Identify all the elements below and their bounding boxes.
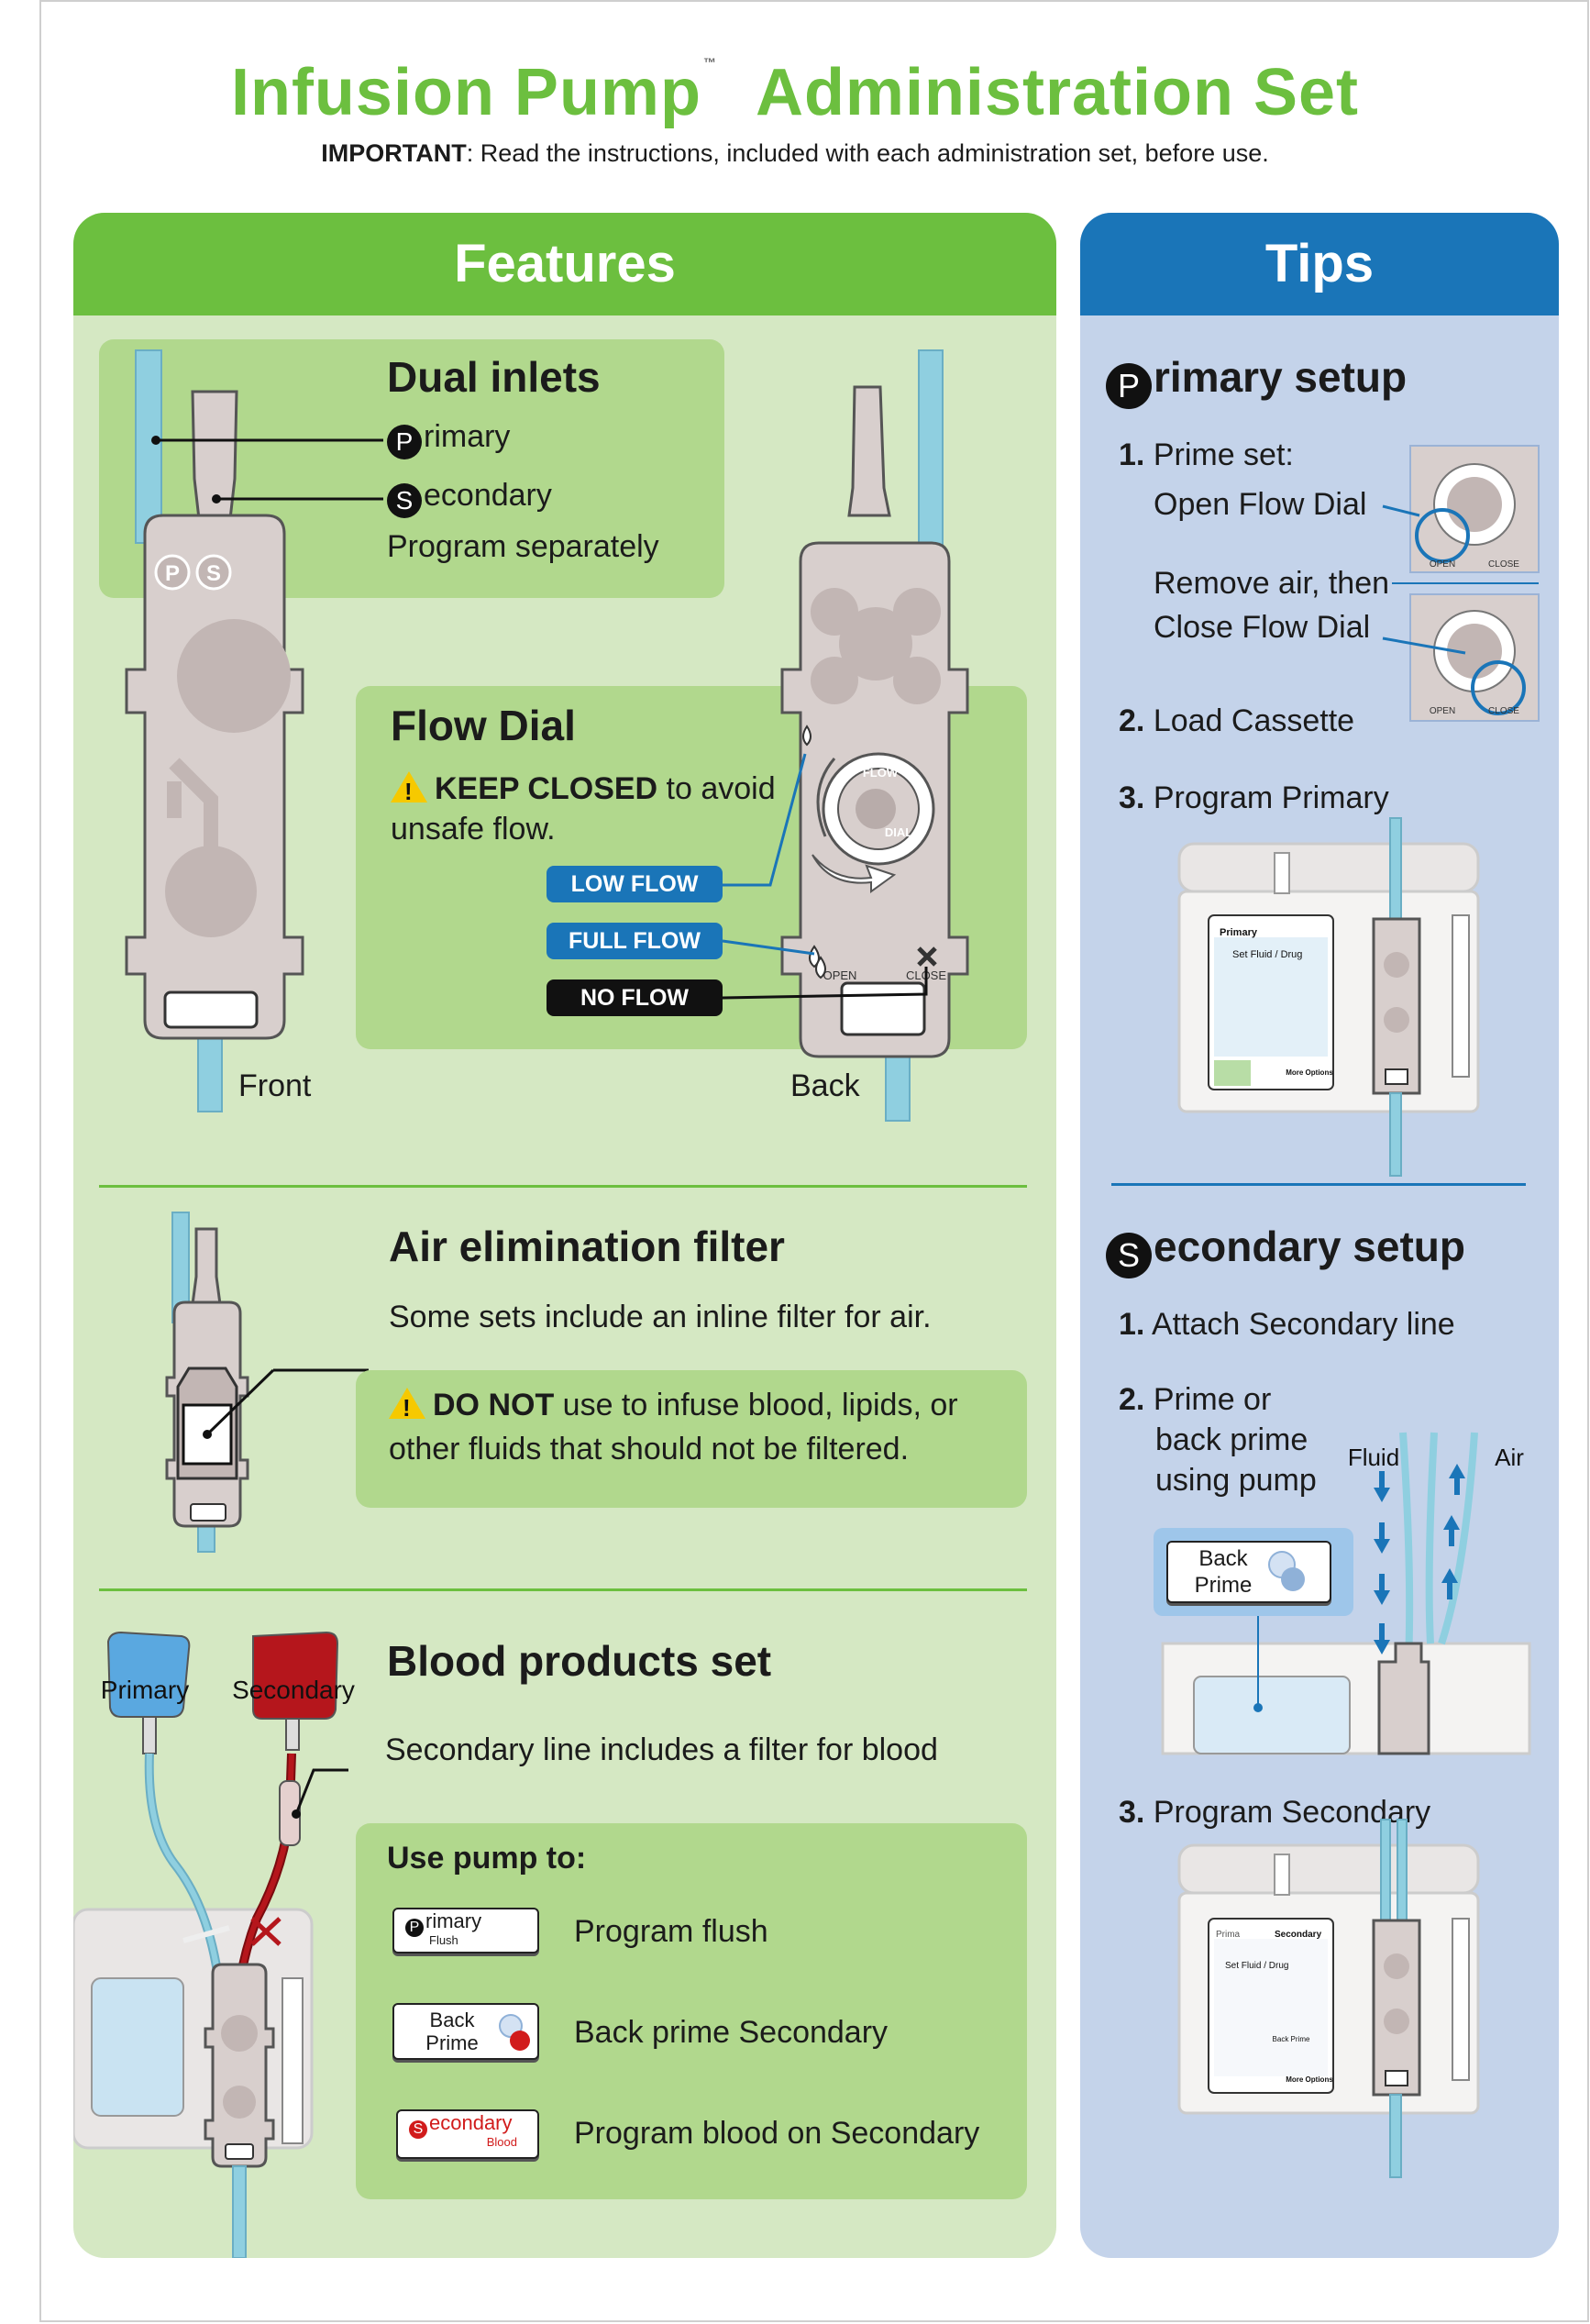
air-filter-warning-box [356,1370,1027,1508]
use-pump-heading: Use pump to: [387,1841,587,1876]
tips-divider [1111,1183,1526,1186]
svg-text:OPEN: OPEN [1430,706,1455,716]
svg-text:FLOW: FLOW [863,766,899,780]
primary-step3: 3. Program Primary [1119,780,1389,815]
primary-step1: 1. Prime set: [1119,437,1294,472]
svg-text:Prima: Prima [1216,1930,1241,1940]
secondary-step2-line3: using pump [1155,1463,1317,1498]
warning-icon [389,1388,425,1426]
svg-text:OPEN: OPEN [823,968,857,982]
pump-primary-illustration: Primary Set Fluid / Drug More Options [1177,817,1480,1177]
svg-text:Primary: Primary [1220,927,1258,938]
air-filter-warning-line2: other fluids that should not be filtered… [389,1432,910,1466]
tips-heading: Tips [1080,213,1559,315]
svg-text:Fluid: Fluid [1348,1444,1399,1471]
blood-set-illustration: Primary Secondary [73,1631,355,2258]
svg-text:P: P [165,561,180,586]
air-filter-warning: DO NOT use to infuse blood, lipids, or [389,1383,958,1428]
primary-step2: 2. Load Cassette [1119,703,1355,738]
svg-text:Secondary: Secondary [1275,1930,1322,1940]
svg-text:S: S [206,561,221,586]
action-label-program-flush: Program flush [574,1914,768,1949]
action-label-program-blood: Program blood on Secondary [574,2116,980,2151]
back-prime-screen-button[interactable]: Back Prime [1166,1541,1331,1603]
svg-text:Set Fluid / Drug: Set Fluid / Drug [1232,949,1302,960]
svg-text:Back Prime: Back Prime [1273,2035,1310,2043]
flow-dial-title: Flow Dial [391,702,576,749]
section-divider-1 [99,1185,1027,1188]
action-label-back-prime: Back prime Secondary [574,2015,889,2050]
air-filter-title: Air elimination filter [389,1223,785,1270]
svg-text:Primary: Primary [101,1676,189,1704]
section-divider-2 [99,1588,1027,1591]
secondary-step2: 2. Prime or [1119,1382,1272,1417]
svg-text:Secondary: Secondary [232,1676,355,1704]
dual-inlets-title: Dual inlets [387,353,601,401]
primary-step1-close: Close Flow Dial [1154,610,1371,645]
dual-inlets-note: Program separately [387,529,659,564]
back-prime-illustration: Fluid Air [1161,1432,1531,1755]
back-label: Back [790,1068,860,1103]
svg-text:DIAL: DIAL [885,825,912,839]
page-border [39,0,1589,2322]
svg-text:More Options: More Options [1286,2075,1333,2084]
blood-set-description: Secondary line includes a filter for blo… [385,1732,938,1767]
pump-secondary-illustration: Prima Secondary Set Fluid / Drug Back Pr… [1177,1819,1480,2178]
primary-step1-remove-air: Remove air, then [1154,566,1390,601]
secondary-step1: 1. Attach Secondary line [1119,1307,1455,1342]
front-label: Front [238,1068,312,1103]
primary-step1-open: Open Flow Dial [1154,487,1367,522]
warning-icon [391,771,427,810]
svg-text:Set Fluid / Drug: Set Fluid / Drug [1225,1961,1288,1971]
back-cassette-illustration: FLOW DIAL OPEN CLOSE [722,349,969,1122]
s-icon [510,2031,530,2051]
flow-dial-warning-line2: unsafe flow. [391,812,556,847]
front-cassette-illustration: P S [125,349,383,1112]
air-filter-description: Some sets include an inline filter for a… [389,1300,932,1334]
svg-text:OPEN: OPEN [1430,559,1455,570]
blood-set-title: Blood products set [387,1637,772,1685]
svg-text:CLOSE: CLOSE [1488,706,1519,716]
features-heading: Features [73,213,1056,315]
air-filter-illustration [165,1212,369,1553]
svg-text:More Options: More Options [1286,1068,1333,1077]
svg-text:CLOSE: CLOSE [1488,559,1519,570]
secondary-step2-line2: back prime [1155,1422,1308,1457]
full-flow-label: FULL FLOW [547,923,723,959]
back-prime-button[interactable]: Back Prime [392,2003,539,2060]
low-flow-label: LOW FLOW [547,866,723,902]
flow-dial-warning: KEEP CLOSED to avoid [391,767,776,812]
important-note: IMPORTANT: Read the instructions, includ… [321,139,1269,167]
no-flow-label: NO FLOW [547,979,723,1016]
flow-dial-mini-illustrations: OPEN CLOSE OPEN CLOSE [1382,445,1540,722]
svg-text:Air: Air [1495,1444,1524,1471]
